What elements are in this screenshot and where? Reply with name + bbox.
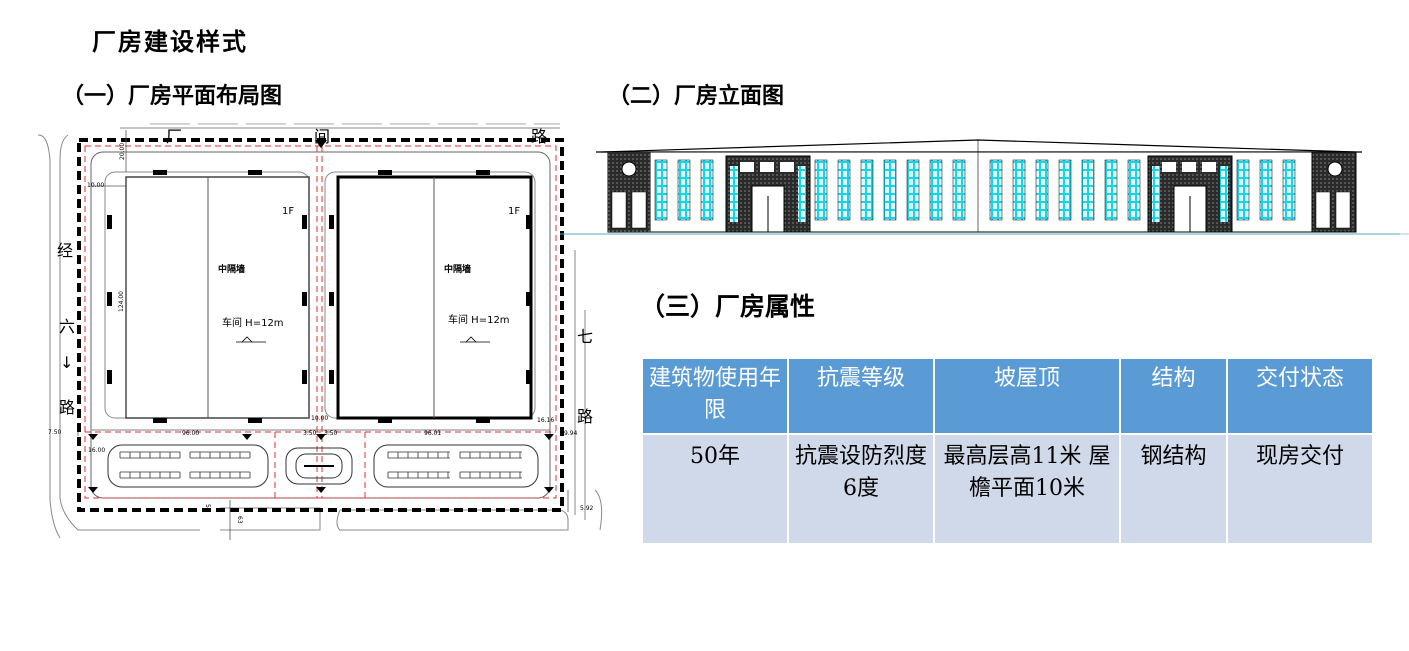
dim-top: 20.00	[119, 143, 126, 160]
dim-width-a: 96.00	[182, 430, 199, 437]
table-header-row: 建筑物使用年限 抗震等级 坡屋顶 结构 交付状态	[641, 357, 1374, 435]
building-a	[125, 176, 310, 419]
dim-left-edge: 7.50	[48, 429, 62, 436]
section-title-floor-plan: （一）厂房平面布局图	[62, 83, 283, 109]
floor-plan-drawing: 厂 间 路 经 六 ↓ 路 七 路 1F 1F 中隔墙 中隔墙 车间 H=12m…	[37, 123, 603, 540]
window-columns	[654, 159, 1296, 222]
parking-lots	[107, 444, 539, 488]
dim-bottom-1: 51	[204, 504, 211, 512]
floor-label-a: 1F	[282, 206, 294, 217]
dimension-lines	[77, 130, 569, 540]
road-label-left-2: 六	[59, 317, 75, 336]
road-label-left-3: ↓	[60, 353, 73, 372]
table-row: 50年 抗震设防烈度6度 最高层高11米 屋檐平面10米 钢结构 现房交付	[641, 433, 1374, 545]
header-seismic-grade: 抗震等级	[787, 357, 935, 435]
header-service-life: 建筑物使用年限	[641, 357, 789, 435]
section-title-attributes: （三）厂房属性	[640, 292, 816, 321]
dim-width-b: 96.01	[424, 430, 441, 437]
road-label-top-1: 厂	[166, 127, 182, 146]
room-label-b: 车间 H=12m	[448, 313, 510, 326]
dim-bottom-2: 63	[236, 516, 243, 524]
entrance-markers	[88, 140, 554, 493]
cell-service-life: 50年	[641, 433, 789, 545]
section-title-elevation: （二）厂房立面图	[608, 83, 785, 109]
parking-stalls	[119, 451, 522, 479]
entrance-blocks	[725, 155, 1233, 233]
cell-roof: 最高层高11米 屋檐平面10米	[933, 433, 1121, 545]
elevation-drawing	[560, 139, 1409, 235]
road-lines	[37, 127, 603, 539]
dim-edge-right: 9.94	[564, 430, 578, 437]
door-markers	[107, 170, 531, 423]
dim-gap-a: 3.50	[303, 430, 317, 437]
road-label-left-4: 路	[59, 398, 75, 417]
cell-structure: 钢结构	[1119, 433, 1228, 545]
dim-corner: 10.00	[87, 182, 104, 189]
road-label-right-1: 七	[577, 327, 593, 346]
dim-bottom-right: 5.92	[580, 505, 594, 512]
road-label-top-3: 路	[531, 127, 547, 146]
attributes-table: 建筑物使用年限 抗震等级 坡屋顶 结构 交付状态 50年 抗震设防烈度6度 最高…	[641, 357, 1374, 545]
page-title: 厂房建设样式	[92, 27, 248, 56]
dim-gap-b: 3.50	[324, 430, 338, 437]
cell-delivery-status: 现房交付	[1226, 433, 1374, 545]
dim-right: 16.16	[537, 417, 554, 424]
road-label-left-1: 经	[57, 241, 73, 260]
road-label-right-2: 路	[577, 407, 593, 426]
level-marks	[236, 336, 490, 343]
cell-seismic-grade: 抗震设防烈度6度	[787, 433, 935, 545]
dim-mid-bottom: 10.00	[311, 415, 328, 422]
header-structure: 结构	[1119, 357, 1228, 435]
inner-road	[90, 151, 551, 499]
room-label-a: 车间 H=12m	[222, 316, 284, 329]
fire-lane-lines	[84, 145, 557, 499]
dim-side: 124.00	[118, 291, 125, 312]
wall-label-a: 中隔墙	[218, 263, 245, 275]
road-label-top-2: 间	[314, 127, 330, 146]
end-doors	[611, 191, 1351, 229]
dim-lot-left: 16.00	[88, 447, 105, 454]
roof-line	[601, 139, 1357, 153]
wall-label-b: 中隔墙	[444, 263, 471, 275]
floor-label-b: 1F	[508, 206, 520, 217]
header-delivery-status: 交付状态	[1226, 357, 1374, 435]
header-roof: 坡屋顶	[933, 357, 1121, 435]
